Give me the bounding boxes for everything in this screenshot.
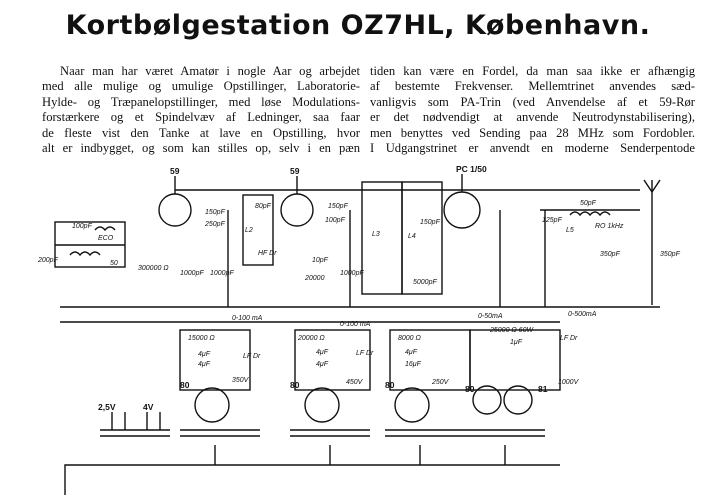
component-label: 0-50mA — [478, 313, 503, 320]
component-label: 150pF — [205, 209, 226, 216]
component-label: 50pF — [580, 200, 597, 207]
component-label: 200pF — [37, 257, 59, 264]
component-label: L4 — [408, 233, 416, 240]
component-label: 250V — [431, 379, 450, 386]
text-line: vanligvis som PA-Trin (ved Anvendelse af… — [370, 94, 695, 109]
component-label: 80pF — [255, 203, 272, 210]
tube-label: 59 — [170, 166, 180, 176]
component-label: 150pF — [328, 203, 349, 210]
component-label: 1000pF — [180, 270, 204, 277]
text-line: alt er indbygget, og som kan stilles op,… — [42, 141, 360, 156]
circuit-schematic: 59 59 PC 1/50 80 80 80 80 81 2,5V 4V 100… — [37, 164, 681, 495]
article-title: Kortbølgestation OZ7HL, København. — [65, 10, 651, 41]
component-label: 1000pF — [340, 270, 364, 277]
component-label: 4μF — [198, 361, 211, 368]
text-line: af bestemte Frekvenser. Mellemtrinet anv… — [370, 79, 695, 94]
component-label: 16μF — [405, 361, 422, 368]
heater-label: 2,5V — [98, 402, 116, 412]
text-line: med alle mulige og umulige Opstillinger,… — [42, 79, 360, 94]
component-label: 4μF — [198, 351, 211, 358]
component-label: 1000V — [558, 379, 580, 386]
text-line: I Udgangstrinet er anvendt en moderne Se… — [370, 141, 695, 156]
component-label: HF Dr — [258, 250, 277, 257]
component-label: 10pF — [312, 257, 329, 264]
component-label: 20000 Ω — [297, 335, 325, 342]
rectifier-label: 80 — [180, 380, 190, 390]
component-label: LF Dr — [560, 335, 578, 342]
heater-label: 4V — [143, 402, 154, 412]
text-line: Hylde- og Træpanelopstillinger, med løse… — [42, 94, 360, 109]
component-label: 0-500mA — [568, 311, 597, 318]
rectifier-label: 80 — [465, 384, 475, 394]
component-label: 100pF — [325, 217, 346, 224]
component-label: L5 — [566, 227, 574, 234]
component-label: 4μF — [316, 349, 329, 356]
component-label: 4μF — [405, 349, 418, 356]
component-label: 1000pF — [210, 270, 234, 277]
text-line: men benyttes ved Sending paa 28 MHz som … — [370, 125, 695, 140]
rectifier-label: 81 — [538, 384, 548, 394]
component-label: 0-100 mA — [340, 321, 371, 328]
component-label: 20000 — [304, 275, 325, 282]
component-label: 5000pF — [413, 279, 437, 286]
component-label: ECO — [98, 235, 114, 242]
component-label: L2 — [245, 227, 253, 234]
component-label: RO 1kHz — [595, 223, 624, 230]
rectifier-label: 80 — [385, 380, 395, 390]
rectifier-label: 80 — [290, 380, 300, 390]
text-column-left: Naar man har været Amatør i nogle Aar og… — [42, 64, 360, 156]
component-label: 350pF — [600, 251, 621, 258]
text-line: Naar man har været Amatør i nogle Aar og… — [60, 64, 360, 78]
text-line: er det nødvendigt at anvende Neutrodynst… — [370, 110, 695, 125]
component-label: 0-100 mA — [232, 315, 263, 322]
component-label: LF Dr — [356, 350, 374, 357]
component-label: 1μF — [510, 339, 523, 346]
component-label: LF Dr — [243, 353, 261, 360]
component-label: 50 — [110, 260, 118, 267]
component-label: 125pF — [542, 217, 563, 224]
component-label: 8000 Ω — [398, 335, 422, 342]
component-label: 250pF — [204, 221, 226, 228]
component-label: 100pF — [72, 223, 93, 230]
tube-label: 59 — [290, 166, 300, 176]
component-label: 25000 Ω 60W — [489, 327, 534, 334]
component-label: 350pF — [660, 251, 681, 258]
text-line: forstærkere og et Spindelvæv af Ledninge… — [42, 110, 360, 125]
text-line: tiden kan være en Fordel, da man saa ikk… — [370, 64, 695, 78]
text-line: de fleste vist den Tanke at lave en Opst… — [42, 125, 360, 140]
tube-label: PC 1/50 — [456, 164, 487, 174]
text-column-right: tiden kan være en Fordel, da man saa ikk… — [370, 64, 695, 156]
component-label: L3 — [372, 231, 380, 238]
component-label: 4μF — [316, 361, 329, 368]
component-label: 150pF — [420, 219, 441, 226]
component-label: 350V — [232, 377, 250, 384]
component-label: 15000 Ω — [188, 335, 215, 342]
component-label: 300000 Ω — [138, 265, 169, 272]
component-label: 450V — [346, 379, 364, 386]
